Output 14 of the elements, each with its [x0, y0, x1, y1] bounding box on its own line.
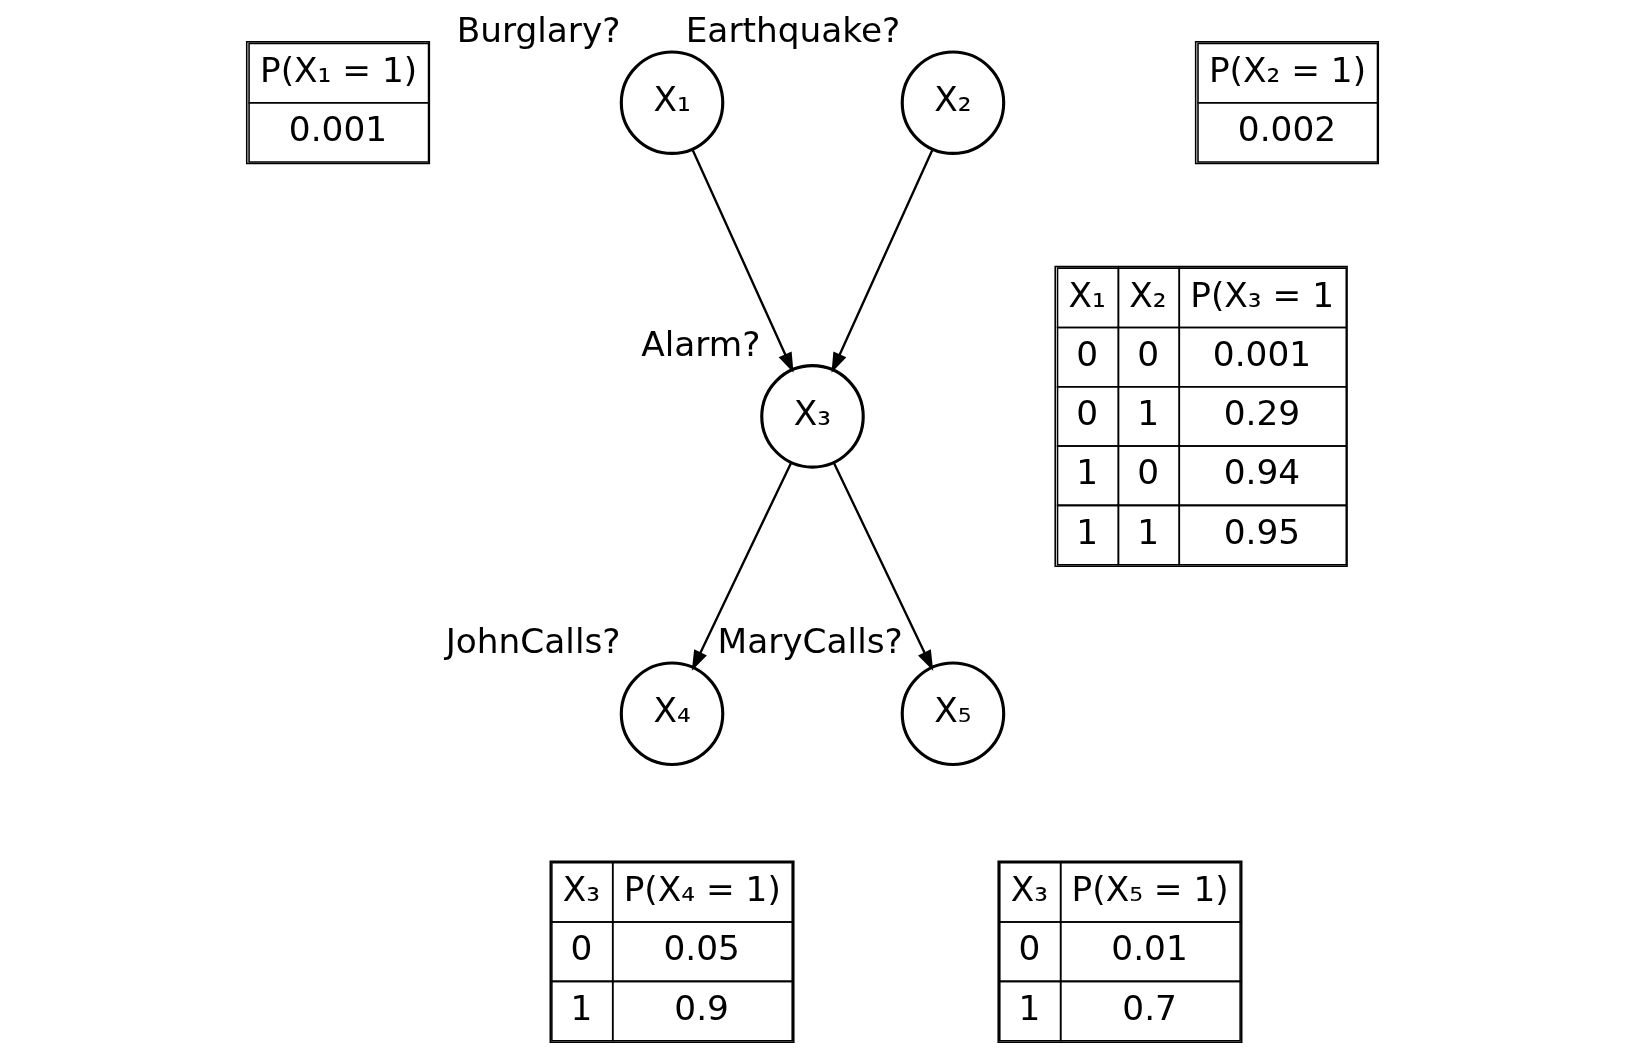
node-circle: X₁	[619, 50, 725, 155]
arrow	[832, 462, 934, 671]
node-circle: X₃	[760, 364, 865, 469]
node-label: Earthquake?	[685, 9, 901, 50]
node-label: Alarm?	[641, 323, 761, 364]
arrow	[691, 148, 794, 373]
node-circle: X₅	[900, 661, 1006, 766]
node-label: JohnCalls?	[445, 621, 621, 661]
arrow	[831, 148, 934, 373]
node-label: Burglary?	[456, 9, 621, 50]
node-circle: X₂	[900, 50, 1006, 155]
arrow	[691, 462, 793, 671]
node-label: MaryCalls?	[717, 621, 903, 661]
node-circle: X₄	[619, 661, 725, 766]
